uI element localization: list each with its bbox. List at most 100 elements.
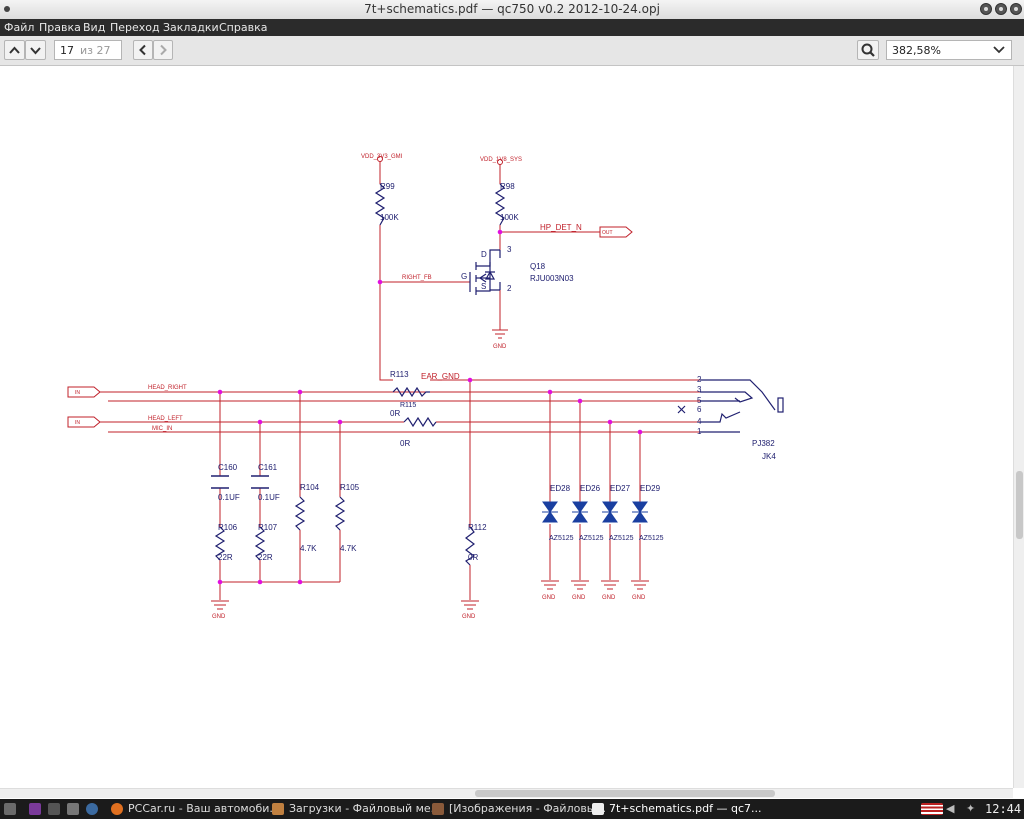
taskbar: PCCar.ru - Ваш автомоби... Загрузки - Фа… xyxy=(0,799,1024,819)
chevron-down-icon xyxy=(30,47,41,55)
horizontal-scroll-thumb[interactable] xyxy=(475,790,775,797)
r107-value: 22R xyxy=(258,553,273,562)
ed29-label: ED29 xyxy=(640,484,661,493)
gnd-label-1: GND xyxy=(212,614,226,620)
gnd-label-q18: GND xyxy=(493,344,507,350)
window-title: 7t+schematics.pdf — qc750 v0.2 2012-10-2… xyxy=(364,2,660,16)
menu-edit[interactable]: Правка xyxy=(39,21,81,34)
resistor-r104 xyxy=(294,496,306,531)
ed28-part: AZ5125 xyxy=(549,535,574,542)
in-flag-label-1: IN xyxy=(75,390,80,396)
minimize-button[interactable] xyxy=(980,3,992,15)
ed26-label: ED26 xyxy=(580,484,601,493)
window-menu-icon[interactable] xyxy=(4,6,10,12)
r99-value: 100K xyxy=(380,213,399,222)
jack-pin-6: 6 xyxy=(697,405,702,414)
gnd-label-5: GND xyxy=(602,595,616,601)
document-view[interactable]: VDD_3V3_GMI VDD_1V8_SYS RIGHT_FB HP_DET_… xyxy=(0,66,1013,788)
r105-value: 4.7K xyxy=(340,544,357,553)
r106-label: R106 xyxy=(218,523,238,532)
history-forward-button[interactable] xyxy=(153,40,173,60)
tvs-diodes xyxy=(542,501,648,523)
jack-pin-2: 2 xyxy=(697,375,702,384)
keyboard-layout-flag-icon[interactable] xyxy=(921,803,943,815)
r105-label: R105 xyxy=(340,483,360,492)
capacitors xyxy=(211,475,269,489)
diode-ed29 xyxy=(632,501,648,523)
ed27-part: AZ5125 xyxy=(609,535,634,542)
diode-ed26 xyxy=(572,501,588,523)
audio-jack-jk4 xyxy=(677,379,784,433)
r104-value: 4.7K xyxy=(300,544,317,553)
gnd-label-3: GND xyxy=(542,595,556,601)
clock: 12:44 xyxy=(985,802,1022,816)
taskbar-item-browser[interactable]: PCCar.ru - Ваш автомоби... xyxy=(128,802,280,815)
mosfet-q18 xyxy=(469,249,501,295)
start-menu-icon[interactable] xyxy=(4,803,16,815)
toolbar: 17 из 27 382,58% xyxy=(0,36,1024,66)
out-flag-label: OUT xyxy=(602,230,613,236)
current-page: 17 xyxy=(60,44,74,57)
r115-value: 0R xyxy=(400,439,410,448)
diode-ed27 xyxy=(602,501,618,523)
gnd-label-4: GND xyxy=(572,595,586,601)
in-flag-label-2: IN xyxy=(75,420,80,426)
prev-page-button[interactable] xyxy=(4,40,25,60)
vdd-1v8-label: VDD_1V8_SYS xyxy=(480,157,522,163)
pin-s: S xyxy=(481,282,486,291)
hp-det-label: HP_DET_N xyxy=(540,223,582,232)
taskbar-item-pdf[interactable]: 7t+schematics.pdf — qc7... xyxy=(609,802,762,815)
close-button[interactable] xyxy=(1010,3,1022,15)
firefox-icon xyxy=(111,803,123,815)
menu-go[interactable]: Переход xyxy=(110,21,160,34)
search-button[interactable] xyxy=(857,40,879,60)
horizontal-scrollbar[interactable] xyxy=(0,788,1013,798)
r115-label: R115 xyxy=(400,402,416,409)
page-total: из 27 xyxy=(80,44,111,57)
volume-icon[interactable]: ◀ xyxy=(946,802,955,815)
vertical-scrollbar[interactable] xyxy=(1013,66,1024,788)
ear-gnd-label: EAR_GND xyxy=(421,372,460,381)
calculator-icon[interactable] xyxy=(67,803,79,815)
r107-label: R107 xyxy=(258,523,278,532)
taskbar-item-downloads[interactable]: Загрузки - Файловый ме... xyxy=(289,802,442,815)
r106-value: 22R xyxy=(218,553,233,562)
vertical-scroll-thumb[interactable] xyxy=(1016,471,1023,539)
connection-icon[interactable]: ✦ xyxy=(966,802,976,815)
zoom-select[interactable]: 382,58% xyxy=(886,40,1012,60)
r98-value: 100K xyxy=(500,213,519,222)
vdd-3v3-label: VDD_3V3_GMI xyxy=(361,154,403,160)
page-number-input[interactable]: 17 из 27 xyxy=(54,40,122,60)
pj382-label: PJ382 xyxy=(752,439,775,448)
menu-bookmarks[interactable]: Закладки xyxy=(163,21,219,34)
menu-bar: Файл Правка Вид Переход Закладки Справка xyxy=(0,19,1024,36)
chevron-right-icon xyxy=(160,44,167,56)
q18-part: RJU003N03 xyxy=(530,274,574,283)
ed27-label: ED27 xyxy=(610,484,631,493)
taskbar-item-images[interactable]: [Изображения - Файловы... xyxy=(449,802,606,815)
folder-icon xyxy=(432,803,444,815)
resistor-r112 xyxy=(465,526,476,566)
ed28-label: ED28 xyxy=(550,484,571,493)
jack-pin-3: 3 xyxy=(697,385,702,394)
pin-2: 2 xyxy=(507,284,512,293)
desktop-icon[interactable] xyxy=(48,803,60,815)
jack-pin-5: 5 xyxy=(697,396,702,405)
r113-value: 0R xyxy=(390,409,400,418)
r98-label: R98 xyxy=(500,182,515,191)
maximize-button[interactable] xyxy=(995,3,1007,15)
gnd-label-6: GND xyxy=(632,595,646,601)
network-icon[interactable] xyxy=(86,803,98,815)
r99-label: R99 xyxy=(380,182,395,191)
ground-symbols xyxy=(211,329,649,610)
next-page-button[interactable] xyxy=(25,40,46,60)
menu-view[interactable]: Вид xyxy=(83,21,106,34)
title-bar: 7t+schematics.pdf — qc750 v0.2 2012-10-2… xyxy=(0,0,1024,20)
menu-file[interactable]: Файл xyxy=(4,21,35,34)
menu-help[interactable]: Справка xyxy=(219,21,268,34)
document-icon xyxy=(592,803,604,815)
r112-label: R112 xyxy=(468,523,487,532)
head-left-label: HEAD_LEFT xyxy=(148,416,183,422)
history-back-button[interactable] xyxy=(133,40,153,60)
terminal-icon[interactable] xyxy=(29,803,41,815)
